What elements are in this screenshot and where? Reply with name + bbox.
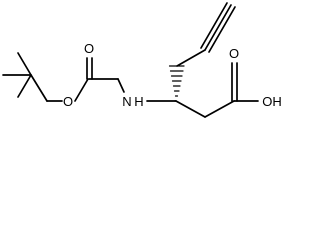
- amide-nitrogen-label: N: [122, 94, 131, 109]
- chemical-structure: O O N H O OH: [2, 2, 282, 118]
- amide-hydrogen-label: H: [134, 94, 143, 109]
- carbonyl-oxygen-label: O: [84, 41, 94, 56]
- alkyne-triple-bond: [200, 2, 236, 53]
- tert-butyl-group: [2, 52, 48, 102]
- bond-stereocenter-ch2: [175, 100, 206, 118]
- ester-oxygen-label: O: [63, 94, 73, 109]
- bond-carbonyl-to-nh: [117, 78, 125, 93]
- acid-carbonyl-double-bond: [231, 62, 238, 102]
- carbamate-carbonyl-double-bond: [86, 57, 93, 80]
- bond-ch2-alkyne: [176, 49, 206, 67]
- hashed-wedge-bond: [168, 65, 185, 102]
- bond-ester-oxygen-carbonyl: [74, 78, 89, 102]
- acid-hydroxyl-label: OH: [262, 94, 282, 109]
- bond-ch2-acid-carbon: [204, 100, 235, 118]
- acid-carbonyl-oxygen-label: O: [229, 46, 239, 61]
